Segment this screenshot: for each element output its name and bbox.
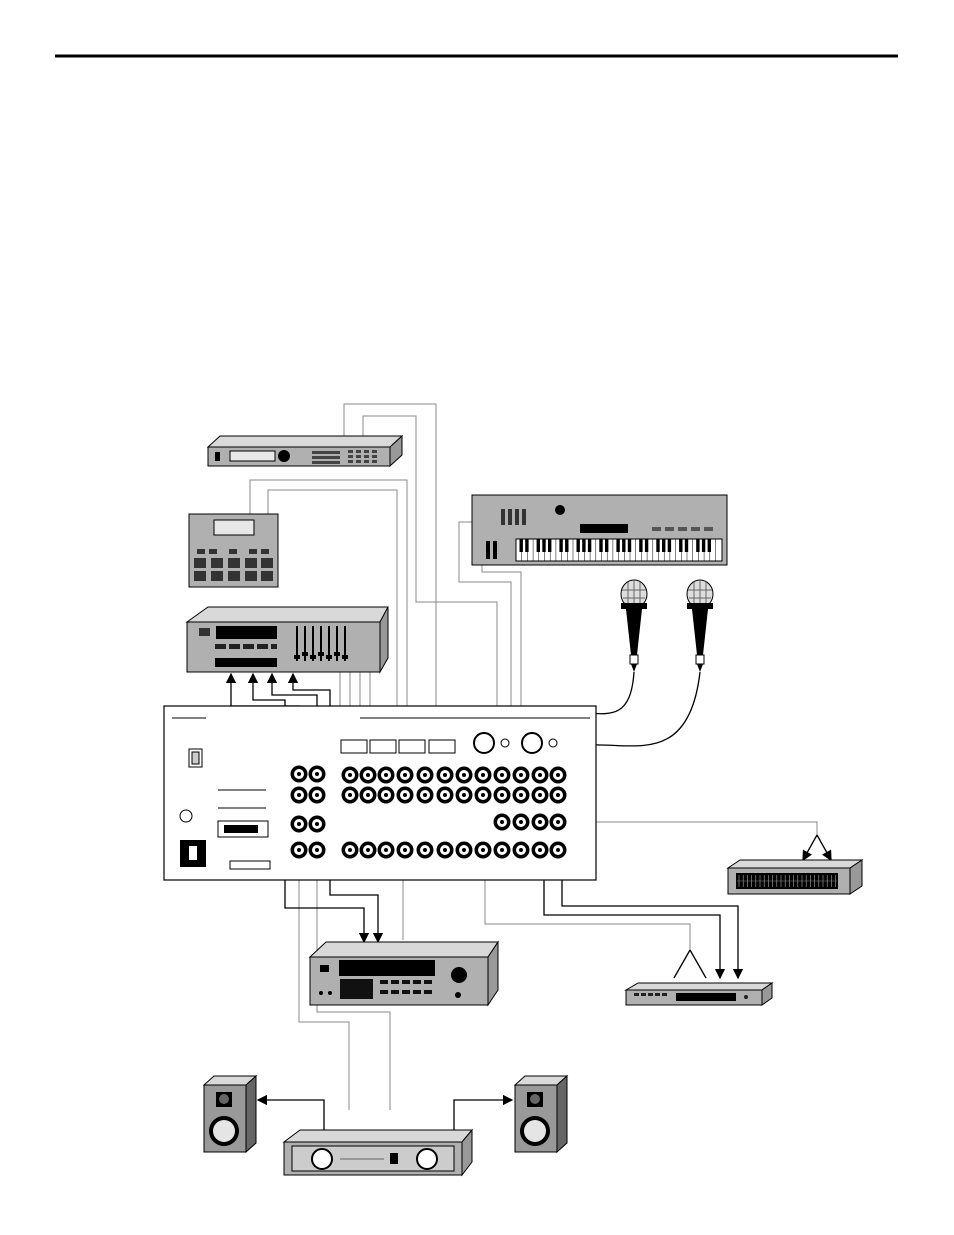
cable <box>560 822 817 835</box>
trim-knob-icon <box>549 739 557 747</box>
fx-display <box>339 960 435 976</box>
mic-body <box>692 609 708 655</box>
black-key <box>679 539 682 552</box>
black-key <box>565 539 568 552</box>
mic-connector <box>630 655 638 664</box>
xlr-input-icon <box>522 733 542 753</box>
black-key <box>548 539 551 552</box>
fx-top <box>310 942 498 957</box>
cable <box>817 835 831 860</box>
mixer-logo <box>199 628 210 636</box>
black-key <box>537 539 540 552</box>
black-key <box>605 539 608 552</box>
pitch-wheel-icon <box>486 541 490 559</box>
rack-module-top <box>208 436 402 447</box>
reverb-unit <box>626 983 772 1005</box>
black-key <box>588 539 591 552</box>
mic-connector <box>696 655 704 664</box>
fx-knob-icon <box>451 967 467 983</box>
xlr-input-icon <box>474 733 494 753</box>
black-key <box>599 539 602 552</box>
cable <box>258 1100 324 1130</box>
black-key <box>525 539 528 552</box>
black-key <box>520 539 523 552</box>
black-key <box>542 539 545 552</box>
black-key <box>708 539 711 552</box>
graphic-equalizer <box>728 860 862 894</box>
black-key <box>662 539 665 552</box>
amp-knob-icon <box>312 1149 332 1169</box>
keyboard-display <box>580 524 628 533</box>
microphone-left <box>621 580 647 672</box>
microphone-right <box>687 580 713 672</box>
black-key <box>668 539 671 552</box>
power-switch-icon <box>215 452 220 461</box>
cable <box>803 835 817 860</box>
black-key <box>622 539 625 552</box>
black-key <box>656 539 659 552</box>
eq-top <box>728 860 862 868</box>
trim-knob-icon <box>501 739 509 747</box>
black-key <box>639 539 642 552</box>
black-key <box>628 539 631 552</box>
reverb-top <box>626 983 772 990</box>
amp-top <box>284 1130 472 1142</box>
black-key <box>559 539 562 552</box>
speaker-right <box>515 1076 567 1152</box>
power-amplifier <box>284 1130 472 1175</box>
black-key <box>616 539 619 552</box>
cable <box>674 950 690 978</box>
mixer-rear-panel <box>164 706 596 880</box>
black-key <box>577 539 580 552</box>
cable <box>690 950 706 978</box>
effects-processor <box>310 942 498 1005</box>
rack-mixer-unit <box>187 607 388 672</box>
knob-icon <box>278 450 290 462</box>
black-key <box>582 539 585 552</box>
black-key <box>702 539 705 552</box>
black-key <box>645 539 648 552</box>
mixer-display <box>216 626 277 639</box>
black-key <box>696 539 699 552</box>
black-key <box>685 539 688 552</box>
amp-knob-icon <box>417 1149 437 1169</box>
mod-wheel-icon <box>493 541 497 559</box>
mic-ring <box>687 603 713 609</box>
drum-machine-display <box>214 520 254 535</box>
speaker-left <box>204 1076 256 1152</box>
rack-synth-module <box>208 436 402 466</box>
rack-mixer-top <box>187 607 388 622</box>
rack-module-display <box>230 451 275 461</box>
keyboard-synth <box>472 495 727 565</box>
fuse-icon <box>180 810 192 822</box>
knob-icon <box>555 505 565 515</box>
cable <box>454 1100 512 1130</box>
drum-machine <box>189 514 278 587</box>
mic-body <box>626 609 642 655</box>
amp-power-icon <box>390 1153 398 1164</box>
label-plate <box>230 861 270 869</box>
reverb-display <box>676 993 736 1001</box>
mic-ring <box>621 603 647 609</box>
